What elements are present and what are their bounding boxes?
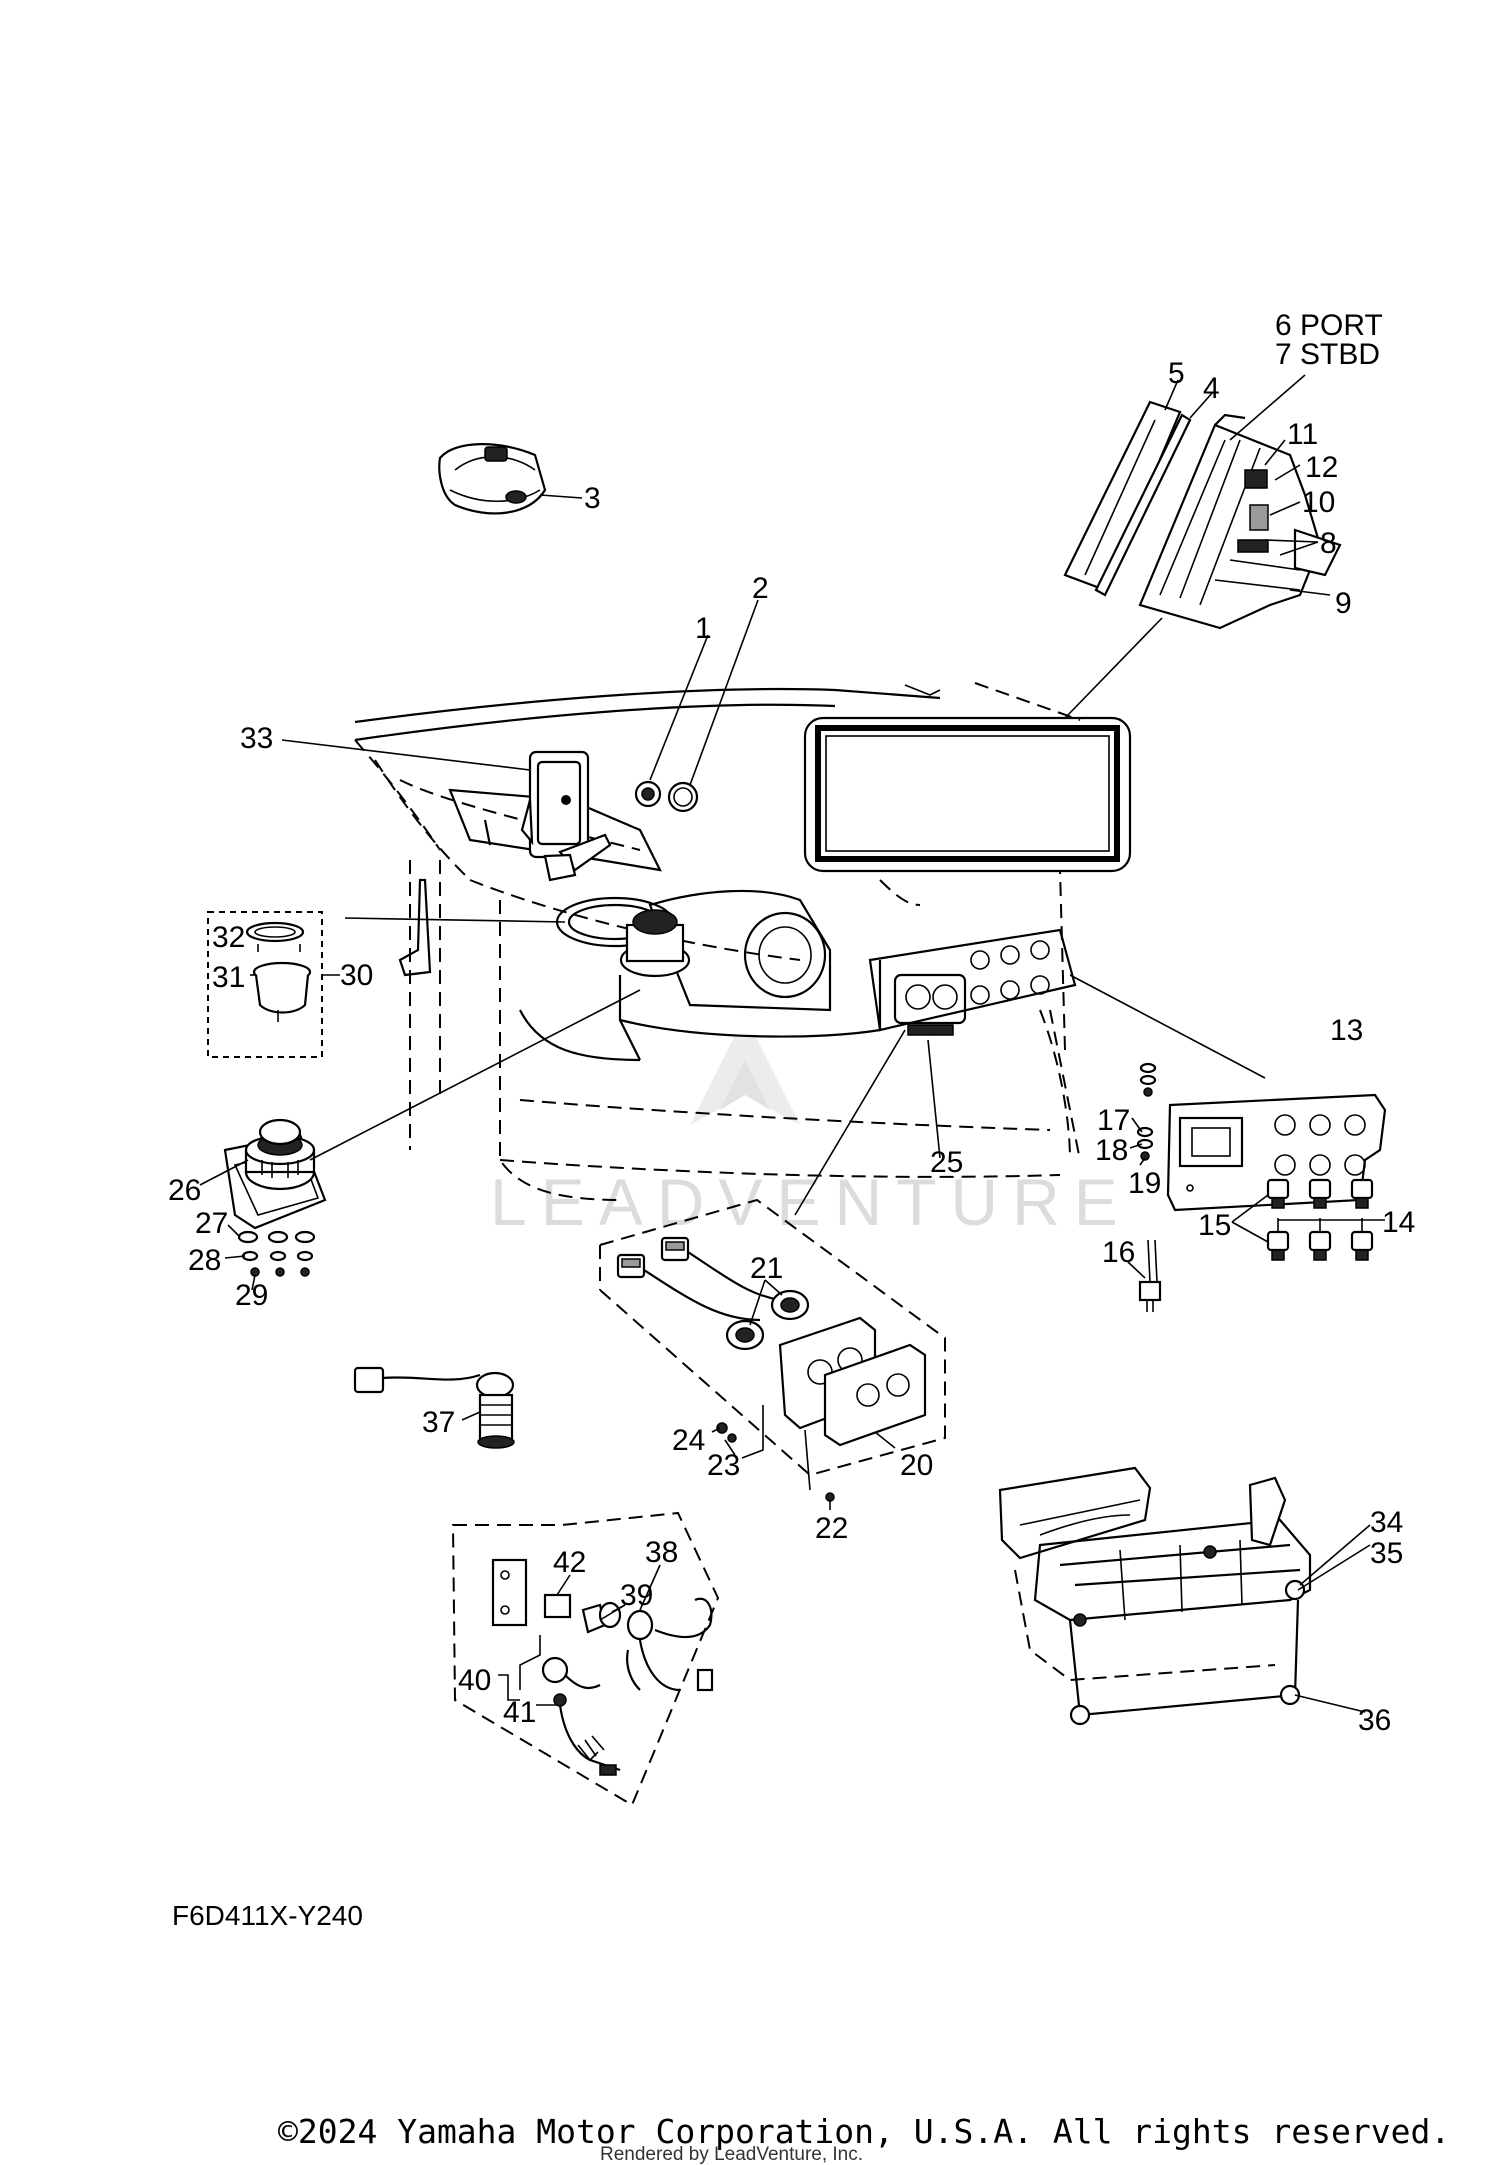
helm-assembly	[998, 1466, 1312, 1726]
label-31: 31	[212, 961, 245, 994]
label-22: 22	[815, 1512, 848, 1545]
dash-switch-holes	[970, 940, 1050, 1005]
label-8: 8	[1320, 527, 1337, 560]
label-15: 15	[1198, 1209, 1231, 1242]
label-3: 3	[584, 482, 601, 515]
label-37: 37	[422, 1406, 455, 1439]
wiring-kit	[451, 1511, 720, 1807]
leader-lines	[199, 374, 1385, 1713]
key-fob	[438, 443, 547, 515]
label-40: 40	[458, 1664, 491, 1697]
cup-holder-kit	[207, 911, 323, 1058]
dashboard-console	[354, 682, 1081, 1201]
part-labels: 1 2 3 4 5 6 PORT 7 STBD 8 9 10 11 12 13 …	[168, 309, 1415, 1737]
label-16: 16	[1102, 1236, 1135, 1269]
label-33: 33	[240, 722, 273, 755]
power-outlet	[353, 1366, 515, 1449]
helm-knob	[223, 1118, 327, 1230]
rocker-switches	[1266, 1178, 1374, 1261]
dash-socket-2	[667, 781, 699, 813]
watermark-text: LEADVENTURE	[490, 1165, 1132, 1239]
label-2: 2	[752, 572, 769, 605]
label-41: 41	[503, 1696, 536, 1729]
label-24: 24	[672, 1424, 705, 1457]
copyright-notice: ©2024 Yamaha Motor Corporation, U.S.A. A…	[278, 2112, 1450, 2151]
label-17: 17	[1097, 1104, 1130, 1137]
label-7-stbd: 7 STBD	[1275, 338, 1380, 371]
label-38: 38	[645, 1536, 678, 1569]
label-35: 35	[1370, 1537, 1403, 1570]
label-1: 1	[695, 612, 712, 645]
label-36: 36	[1358, 1704, 1391, 1737]
label-18: 18	[1095, 1134, 1128, 1167]
label-4: 4	[1203, 372, 1220, 405]
label-21: 21	[750, 1252, 783, 1285]
display-screen	[803, 716, 1132, 873]
label-27: 27	[195, 1207, 228, 1240]
label-26: 26	[168, 1174, 201, 1207]
label-30: 30	[340, 959, 373, 992]
label-12: 12	[1305, 451, 1338, 484]
diagram-code: F6D411X-Y240	[172, 1900, 363, 1931]
rendered-by: Rendered by LeadVenture, Inc.	[600, 2144, 863, 2165]
label-6-port: 6 PORT	[1275, 309, 1383, 342]
label-20: 20	[900, 1449, 933, 1482]
fuse	[1138, 1239, 1162, 1312]
label-5: 5	[1168, 357, 1185, 390]
label-34: 34	[1370, 1506, 1403, 1539]
label-29: 29	[235, 1279, 268, 1312]
label-39: 39	[620, 1579, 653, 1612]
phone-holder	[520, 750, 612, 882]
label-10: 10	[1302, 486, 1335, 519]
watermark: LEADVENTURE	[490, 1035, 1132, 1239]
usb-kit	[599, 1198, 946, 1502]
knob-washers	[237, 1230, 316, 1277]
label-28: 28	[188, 1244, 221, 1277]
panel-hardware	[1136, 1062, 1157, 1161]
label-25: 25	[930, 1146, 963, 1179]
label-11: 11	[1287, 418, 1318, 451]
label-23: 23	[707, 1449, 740, 1482]
label-32: 32	[212, 921, 245, 954]
label-42: 42	[553, 1546, 586, 1579]
dash-switch-1	[634, 780, 662, 808]
label-19: 19	[1128, 1167, 1161, 1200]
label-13: 13	[1330, 1014, 1363, 1047]
label-9: 9	[1335, 587, 1352, 620]
label-14: 14	[1382, 1206, 1415, 1239]
display-assembly	[1063, 400, 1342, 630]
